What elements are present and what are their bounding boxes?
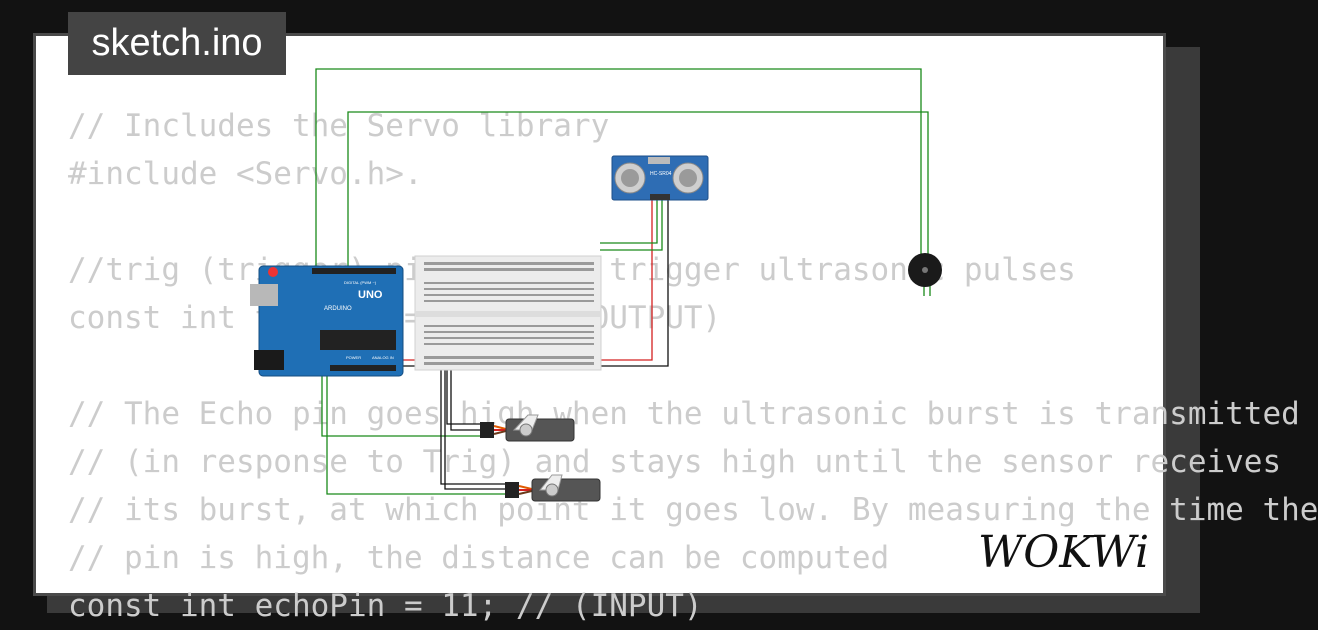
wire-green-buzzer-a xyxy=(315,68,922,270)
crystal-icon xyxy=(648,157,670,164)
arduino-digital-label: DIGITAL (PWM ~) xyxy=(344,280,377,285)
sensor-label: HC-SR04 xyxy=(650,171,672,177)
arduino-brand-label: ARDUINO xyxy=(324,306,352,312)
wire-green-buzzer-b xyxy=(347,111,929,270)
sketch-filename: sketch.ino xyxy=(68,12,286,75)
wokwi-logo-text: WOKWi xyxy=(978,527,1149,578)
code-line: // The Echo pin goes high when the ultra… xyxy=(68,396,1300,432)
code-line: #include <Servo.h>. xyxy=(68,156,423,192)
wokwi-logo: WOKWi xyxy=(978,527,1149,578)
code-line: // its burst, at which point it goes low… xyxy=(68,492,1318,528)
usb-port-icon xyxy=(250,284,278,306)
power-jack-icon xyxy=(254,350,284,370)
arduino-power-label: POWER xyxy=(346,355,361,360)
atmega-chip-icon xyxy=(320,330,396,350)
breadboard[interactable] xyxy=(414,255,602,371)
code-line: const int echoPin = 11; // (INPUT) xyxy=(68,588,703,624)
wire-green-trig xyxy=(600,200,658,244)
ultrasonic-sensor[interactable]: HC-SR04 xyxy=(611,155,709,201)
breadboard-holes xyxy=(424,262,594,365)
arduino-analog-label: ANALOG IN xyxy=(372,355,394,360)
servo-2[interactable] xyxy=(505,474,601,502)
wire-green-echo xyxy=(600,200,663,251)
wires xyxy=(315,68,931,495)
digital-header xyxy=(312,268,396,274)
circuit-diagram: UNO ARDUINO DIGITAL (PWM ~) POWER ANALOG… xyxy=(250,68,942,502)
analog-header xyxy=(330,365,396,371)
buzzer-hole-icon xyxy=(922,267,928,273)
wire-black-servo2b xyxy=(444,362,506,490)
sensor-pins xyxy=(650,194,670,200)
servo-connector xyxy=(505,482,519,498)
arduino-model-label: UNO xyxy=(358,289,383,301)
code-line: // pin is high, the distance can be comp… xyxy=(68,540,890,576)
code-line: // (in response to Trig) and stays high … xyxy=(68,444,1282,480)
servo-connector xyxy=(480,422,494,438)
buzzer[interactable] xyxy=(908,253,942,287)
code-preview: // Includes the Servo library #include <S… xyxy=(68,102,1318,624)
arduino-uno[interactable]: UNO ARDUINO DIGITAL (PWM ~) POWER ANALOG… xyxy=(250,265,404,377)
wire-black-servo1 xyxy=(446,362,482,425)
wire-green-servo2 xyxy=(326,372,506,495)
wire-black-servo1b xyxy=(450,362,482,431)
wire-black-servo2 xyxy=(440,362,506,485)
reset-button-icon xyxy=(268,267,278,277)
code-line: // Includes the Servo library xyxy=(68,108,610,144)
wire-green-servo1 xyxy=(321,372,482,437)
servo-1[interactable] xyxy=(480,414,575,442)
